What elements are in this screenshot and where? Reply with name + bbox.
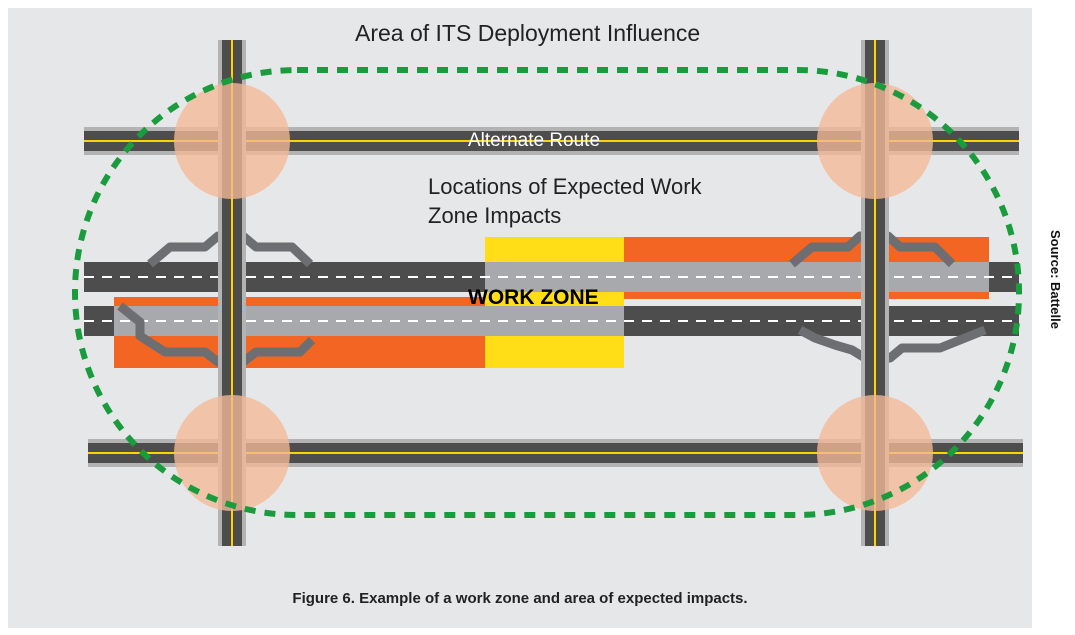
impact-circle-bottom-left bbox=[174, 395, 290, 511]
source-credit: Source: Battelle bbox=[1048, 230, 1063, 329]
impact-circle-bottom-right bbox=[817, 395, 933, 511]
alternate-route-label: Alternate Route bbox=[468, 130, 601, 151]
area-of-influence-label: Area of ITS Deployment Influence bbox=[355, 20, 701, 46]
work-zone-label: WORK ZONE bbox=[468, 286, 599, 309]
impact-circle-top-left bbox=[174, 83, 290, 199]
expected-impacts-label: Locations of Expected Work Zone Impacts bbox=[428, 174, 702, 228]
figure-caption: Figure 6. Example of a work zone and are… bbox=[292, 590, 748, 607]
impact-circle-top-right bbox=[817, 83, 933, 199]
influence-boundary bbox=[72, 67, 1022, 518]
